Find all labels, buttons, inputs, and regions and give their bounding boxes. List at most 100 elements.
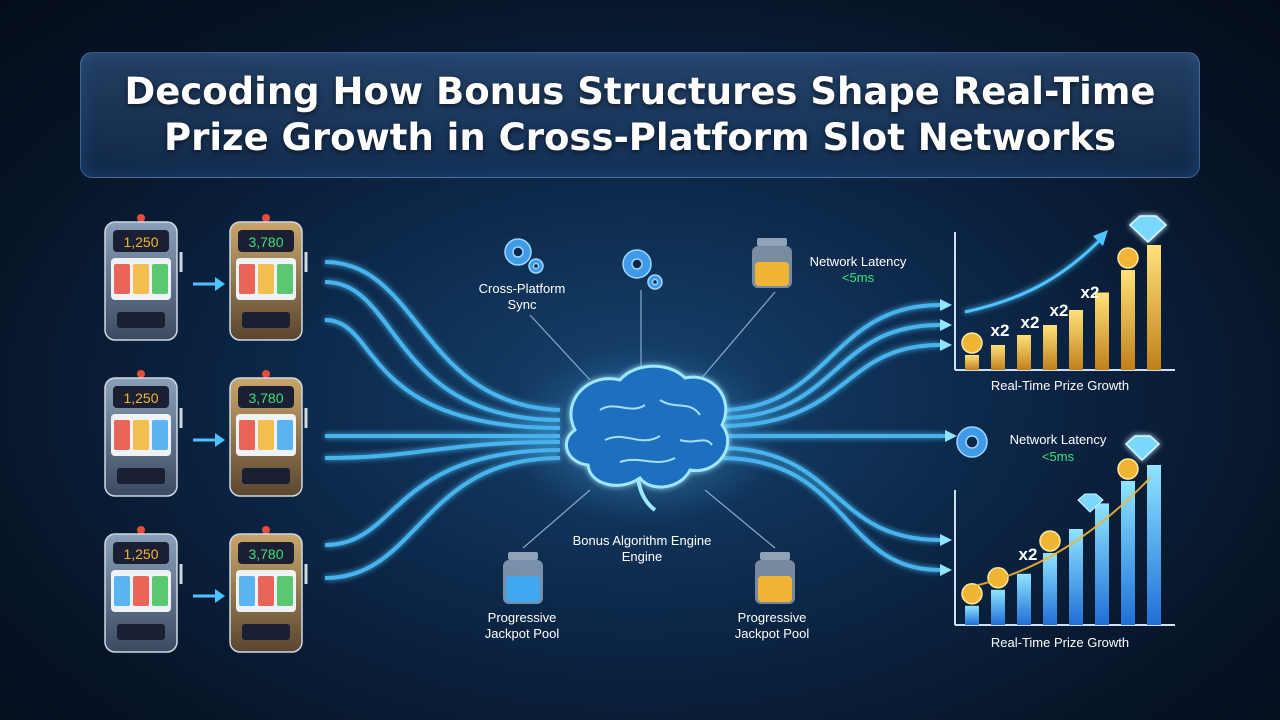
slot-light [137, 526, 145, 534]
title-line-1: Decoding How Bonus Structures Shape Real… [124, 70, 1156, 113]
title-panel: Decoding How Bonus Structures Shape Real… [80, 52, 1200, 178]
bottom-latency-label: Network Latency [1010, 432, 1107, 447]
slot-reel-symbol [239, 576, 255, 606]
engine-label-2: Engine [622, 549, 662, 564]
slot-light [262, 370, 270, 378]
bottom-chart-trend [964, 477, 1151, 589]
top-chart-caption: Real-Time Prize Growth [991, 378, 1129, 393]
slot-counter: 1,250 [123, 390, 158, 406]
top-multiplier-2: x2 [1021, 313, 1040, 332]
slot-tray [242, 624, 290, 640]
chart-bar [1017, 573, 1031, 625]
slot-tray [242, 312, 290, 328]
brain-folds [599, 399, 713, 463]
slot-machine: 1,250 [104, 214, 183, 341]
pool-right-jar-icon [755, 552, 795, 604]
pool-left-label-1: Progressive [488, 610, 557, 625]
slot-reel-symbol [258, 420, 274, 450]
pool-left-jar-icon [503, 552, 543, 604]
slot-reel-symbol [239, 264, 255, 294]
slot-reel-symbol [277, 420, 293, 450]
top-chart-trend-arrowhead [1093, 230, 1108, 246]
top-diamond-icon [1128, 215, 1168, 244]
flow-line-bot-2 [324, 456, 561, 580]
slot-machine: 1,250 [104, 370, 183, 497]
bottom-diamond-small-icon [1077, 493, 1104, 513]
engine-label-1: Bonus Algorithm Engine [573, 533, 712, 548]
bottom-latency-value: <5ms [1042, 449, 1075, 464]
coin-icon [961, 332, 983, 354]
latency-label: Network Latency [810, 254, 907, 269]
chart-bar [1095, 503, 1109, 625]
slot-display [113, 542, 169, 564]
latency-value: <5ms [842, 270, 875, 285]
gear-icon [622, 249, 663, 290]
slot-reel-symbol [152, 264, 168, 294]
chart-bar [1069, 310, 1083, 370]
top-multiplier-1: x2 [991, 321, 1010, 340]
pool-right-label-2: Jackpot Pool [735, 626, 810, 641]
slot-counter: 3,780 [248, 390, 283, 406]
latency-jar-icon [752, 238, 792, 288]
slot-reel-symbol [114, 420, 130, 450]
sync-label-2: Sync [508, 297, 537, 312]
slot-tray [117, 468, 165, 484]
slot-reel-symbol [152, 420, 168, 450]
coin-icon [987, 567, 1009, 589]
chart-bar [1043, 325, 1057, 370]
slot-light [137, 214, 145, 222]
slot-machine: 1,250 [104, 526, 183, 653]
slot-reel-symbol [133, 576, 149, 606]
slot-machine: 3,780 [229, 526, 308, 653]
top-chart: x2 x2 x2 x2 Real-Time Prize Growth [954, 215, 1175, 393]
flow-line-bot-1 [324, 448, 561, 547]
chart-bar [1147, 245, 1161, 370]
coin-icon [1039, 530, 1061, 552]
slot-counter: 1,250 [123, 546, 158, 562]
slot-light [137, 370, 145, 378]
slot-counter: 3,780 [248, 546, 283, 562]
slot-reel-symbol [133, 420, 149, 450]
flow-line-top-3 [324, 318, 561, 430]
chart-bar [1121, 481, 1135, 625]
top-chart-bars [961, 245, 1161, 370]
slot-reel-symbol [258, 576, 274, 606]
slot-reel-symbol [258, 264, 274, 294]
slot-machine: 3,780 [229, 370, 308, 497]
slot-machines: 1,250 3,780 1,250 3,780 1,250 3,780 [104, 214, 308, 653]
chart-bar [1095, 292, 1109, 370]
coin-icon [1117, 458, 1139, 480]
top-multiplier-3: x2 [1050, 301, 1069, 320]
sync-label-1: Cross-Platform [479, 281, 566, 296]
slot-reel-symbol [239, 420, 255, 450]
bottom-chart-caption: Real-Time Prize Growth [991, 635, 1129, 650]
slot-reel-symbol [277, 576, 293, 606]
flow-line-top-1 [324, 260, 561, 412]
slot-tray [117, 312, 165, 328]
arrowhead-4 [945, 430, 957, 442]
output-arrowheads [940, 299, 957, 576]
chart-bar [1069, 529, 1083, 625]
slot-reel-symbol [114, 576, 130, 606]
top-multiplier-4: x2 [1081, 283, 1100, 302]
slot-counter: 3,780 [248, 234, 283, 250]
chart-bar [965, 355, 979, 370]
flow-line-top-2 [324, 280, 561, 422]
bottom-chart: Network Latency <5ms x2 Real-Time Prize … [954, 426, 1175, 650]
input-flow-lines [324, 260, 561, 580]
slot-light [262, 526, 270, 534]
slot-tray [242, 468, 290, 484]
coin-icon [961, 583, 983, 605]
brain-icon [564, 364, 730, 489]
slot-tray [117, 624, 165, 640]
slot-display [113, 386, 169, 408]
slot-arrowhead [215, 589, 225, 603]
slot-reel-symbol [277, 264, 293, 294]
title-line-2: Prize Growth in Cross-Platform Slot Netw… [163, 116, 1116, 159]
bottom-gear-icon [956, 426, 988, 458]
arrowhead-3 [940, 339, 952, 351]
slot-display [113, 230, 169, 252]
slot-display [238, 230, 294, 252]
slot-reel-symbol [133, 264, 149, 294]
